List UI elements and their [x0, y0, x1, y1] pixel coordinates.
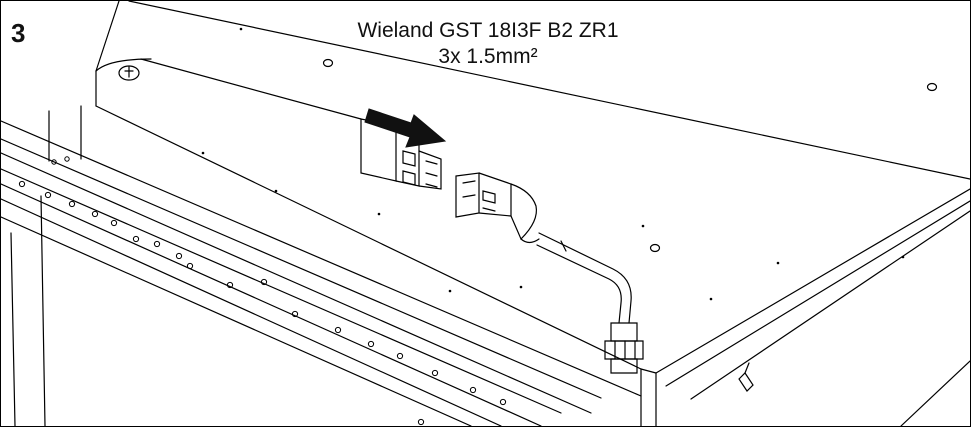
panel-dots	[201, 27, 905, 301]
cable-gland	[604, 322, 644, 374]
mounting-rail	[1, 105, 642, 426]
panel-screws	[118, 58, 938, 253]
cable	[536, 232, 632, 324]
latch	[738, 362, 754, 392]
cable-spec-label: 3x 1.5mm²	[438, 45, 538, 68]
housing-box	[95, 58, 657, 426]
connector-model-label: Wieland GST 18I3F B2 ZR1	[357, 19, 619, 42]
connector-female	[455, 172, 540, 244]
rail-holes	[18, 156, 507, 426]
disconnect-arrow-icon	[364, 108, 447, 148]
connector-caption: Wieland GST 18I3F B2 ZR1 3x 1.5mm²	[283, 18, 693, 70]
step-number: 3	[11, 18, 26, 48]
housing-panel	[95, 1, 970, 426]
